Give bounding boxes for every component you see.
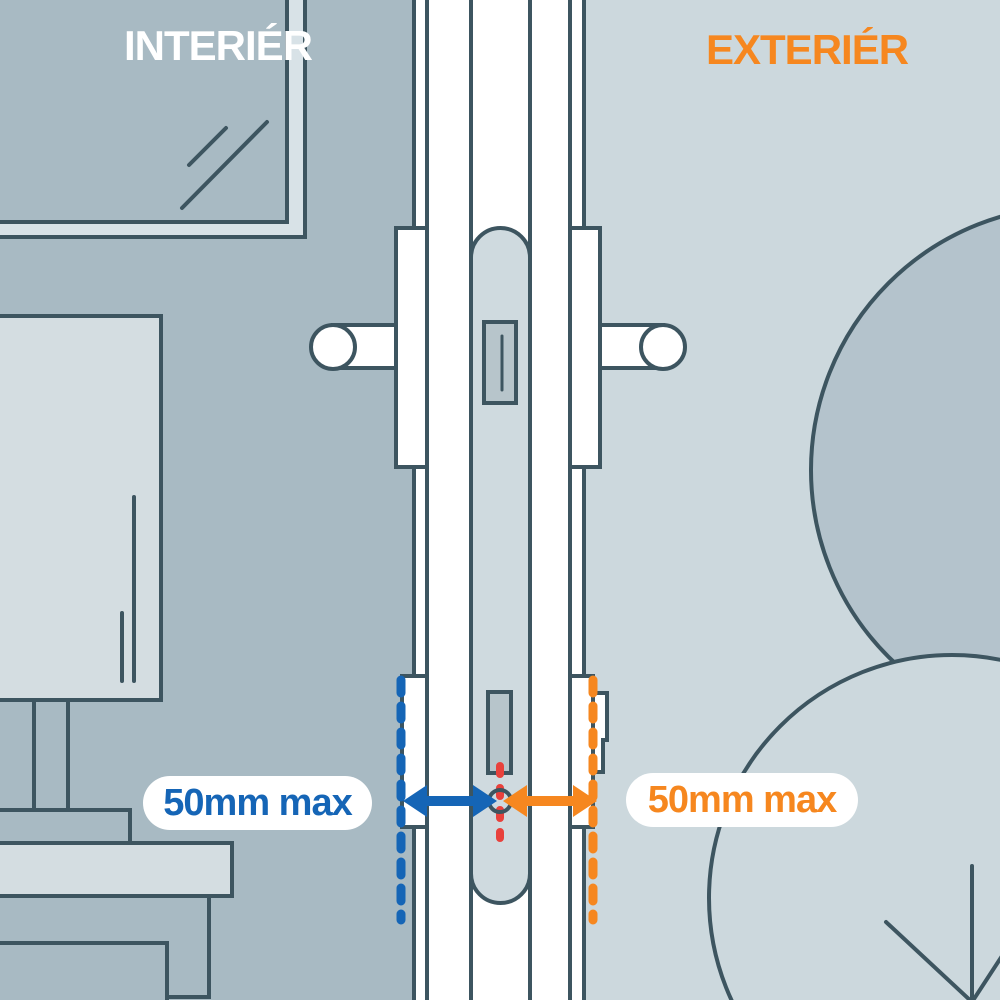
monitor-stand <box>32 688 70 814</box>
monitor-base <box>0 808 132 845</box>
door-strip-outer-narrow <box>568 0 586 1000</box>
desk-scene <box>0 314 234 1000</box>
exterior-measurement-badge: 50mm max <box>626 773 858 827</box>
exterior-handle-knob <box>639 323 687 371</box>
upper-keyhole <box>482 320 518 405</box>
interior-handle-knob <box>309 323 357 371</box>
upper-keyhole-plate <box>482 320 518 405</box>
door-strip-inner-wide <box>425 0 473 1000</box>
door-strip-outer-wide <box>528 0 572 1000</box>
tree-crown-back <box>809 214 1000 726</box>
window-glass <box>0 0 289 224</box>
monitor-shine-lines <box>120 495 136 683</box>
interior-backplate <box>394 226 429 469</box>
interior-measure-arrow <box>403 785 497 817</box>
lower-keyhole-plate <box>486 690 513 775</box>
exterior-zone-label: EXTERIÉR <box>706 26 909 73</box>
desk-top <box>0 841 234 898</box>
interior-handle <box>309 323 399 371</box>
tree <box>707 214 1000 1000</box>
exterior-measure-arrow <box>503 785 597 817</box>
tree-branches <box>884 864 1000 1000</box>
interior-measurement-badge: 50mm max <box>143 776 372 830</box>
window-shine-lines <box>180 120 269 210</box>
exterior-backplate <box>568 226 602 469</box>
monitor-screen <box>0 314 163 702</box>
tree-crown-front <box>707 653 1000 1000</box>
exterior-handle <box>598 323 687 371</box>
desk-lower-cabinet <box>0 941 169 1000</box>
interior-zone-label: INTERIÉR <box>124 22 313 69</box>
window <box>0 0 307 239</box>
